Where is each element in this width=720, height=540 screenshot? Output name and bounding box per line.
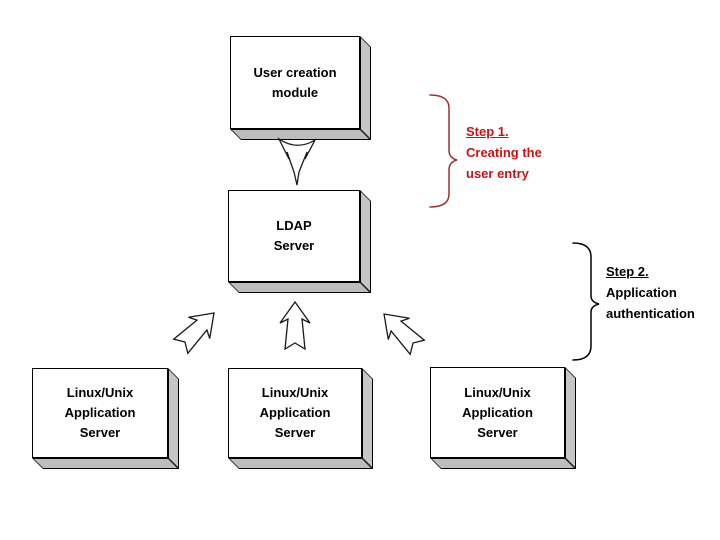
- user-creation-module-label: User creation module: [253, 64, 337, 100]
- down-arrow-icon: [277, 137, 317, 186]
- box-right-side: [565, 367, 576, 469]
- box-right-side: [360, 190, 371, 293]
- box-bottom-side: [228, 282, 371, 293]
- up-right-arrow-icon: [172, 312, 215, 355]
- box-bottom-side: [32, 458, 179, 469]
- app-server-label-2: Linux/Unix Application Server: [259, 385, 331, 440]
- step1-annotation: Step 1. Creating the user entry: [466, 121, 576, 184]
- box-face: Linux/Unix Application Server: [430, 367, 565, 458]
- user-creation-module-box: User creation module: [230, 36, 371, 140]
- step2-brace-icon: [572, 242, 600, 361]
- box-bottom-side: [228, 458, 373, 469]
- box-face: Linux/Unix Application Server: [32, 368, 168, 458]
- ldap-server-label: LDAP Server: [273, 218, 315, 253]
- app-server-label-3: Linux/Unix Application Server: [462, 384, 533, 440]
- app-server-box-2: Linux/Unix Application Server: [228, 368, 373, 469]
- up-left-arrow-icon: [383, 313, 426, 356]
- step2-description: Application authentication: [606, 285, 695, 321]
- box-face: Linux/Unix Application Server: [228, 368, 362, 458]
- step1-description: Creating the user entry: [466, 145, 542, 181]
- box-right-side: [362, 368, 373, 469]
- box-right-side: [168, 368, 179, 469]
- box-face: User creation module: [230, 36, 360, 129]
- ldap-server-box: LDAP Server: [228, 190, 371, 293]
- app-server-label-1: Linux/Unix Application Server: [64, 385, 136, 440]
- box-bottom-side: [430, 458, 576, 469]
- step1-title: Step 1.: [466, 124, 509, 139]
- app-server-box-3: Linux/Unix Application Server: [430, 367, 576, 469]
- step2-title: Step 2.: [606, 264, 649, 279]
- box-face: LDAP Server: [228, 190, 360, 282]
- step2-annotation: Step 2. Application authentication: [606, 261, 718, 324]
- app-server-box-1: Linux/Unix Application Server: [32, 368, 179, 469]
- box-right-side: [360, 36, 371, 140]
- step1-brace-icon: [429, 94, 458, 208]
- up-arrow-icon: [279, 300, 311, 351]
